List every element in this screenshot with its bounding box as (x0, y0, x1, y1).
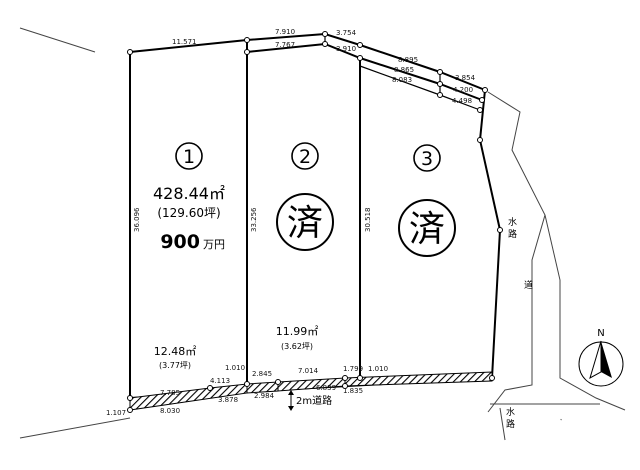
strip-1-tsubo: (3.77坪) (159, 361, 191, 370)
waterway-label-top-1: 水 (508, 216, 517, 228)
dim-b4: 1.010 (225, 364, 245, 372)
waterway-label-data: 水路 (560, 418, 562, 421)
dim-r3: 8.083 (392, 76, 412, 84)
survey-points (127, 31, 503, 413)
dim-b1: 1.107 (106, 409, 126, 417)
lot-3-number: 3 (421, 148, 433, 170)
dim-b13: 1.010 (368, 365, 388, 373)
dim-r6: 4.498 (452, 97, 472, 105)
dim-r2: 8.865 (394, 66, 414, 74)
strip-1-area: 12.48㎡ (154, 345, 197, 358)
lot-1-tsubo: (129.60坪) (157, 206, 220, 220)
dim-side3: 30.518 (364, 208, 372, 233)
strip-2-area: 11.99㎡ (276, 325, 319, 338)
road-width-label: 2m道路 (296, 394, 332, 407)
dim-r1: 8.895 (398, 56, 418, 64)
dim-r4: 3.854 (455, 74, 476, 82)
dim-b9: 7.014 (298, 367, 319, 375)
dim-top1: 11.571 (172, 38, 197, 46)
dim-b5: 8.030 (160, 407, 180, 415)
lot-2-number: 2 (299, 146, 311, 168)
lot-1-price: 900 (160, 231, 200, 253)
strip-2-tsubo: (3.62坪) (281, 342, 313, 351)
dim-b3: 4.113 (210, 377, 230, 385)
lot-1-price-unit: 万円 (203, 238, 225, 251)
surrounding-lines (19, 27, 626, 441)
road-width-marker: 2m道路 (288, 390, 332, 411)
road-label: 道 (524, 279, 533, 291)
dim-side2: 33.256 (250, 207, 258, 232)
lot-2: 2 済 (276, 142, 334, 251)
north-arrow: N (578, 328, 624, 387)
waterway-label-bottom-1: 水 (506, 406, 515, 418)
dim-b8: 2.984 (254, 392, 275, 400)
lot-1-area: 428.44㎡ (153, 184, 225, 203)
dim-r5: 4.200 (453, 86, 473, 94)
lot-3: 3 済 (398, 144, 456, 257)
dim-top2b: 7.767 (275, 41, 295, 49)
dim-top3b: 3.910 (336, 45, 356, 53)
dim-b7: 2.845 (252, 370, 272, 378)
waterway-label-bottom-2: 路 (506, 418, 515, 430)
dim-side1: 36.096 (133, 207, 141, 232)
lot-1: 1 428.44㎡ (129.60坪) 900 万円 (153, 142, 225, 253)
dim-top2: 7.910 (275, 28, 295, 36)
dim-b12: 1.835 (343, 387, 363, 395)
north-label: N (597, 328, 604, 339)
dim-b6: 3.878 (218, 396, 238, 404)
dim-top3: 3.754 (336, 29, 357, 37)
dim-b11: 6.839 (316, 384, 336, 392)
lot-2-sold-mark: 済 (287, 203, 323, 244)
waterway-label-top-2: 路 (508, 228, 517, 240)
dim-b10: 1.799 (343, 365, 363, 373)
lot-1-number: 1 (183, 146, 195, 168)
lot-3-sold-mark: 済 (409, 209, 445, 250)
dim-b2: 7.785 (160, 389, 180, 397)
